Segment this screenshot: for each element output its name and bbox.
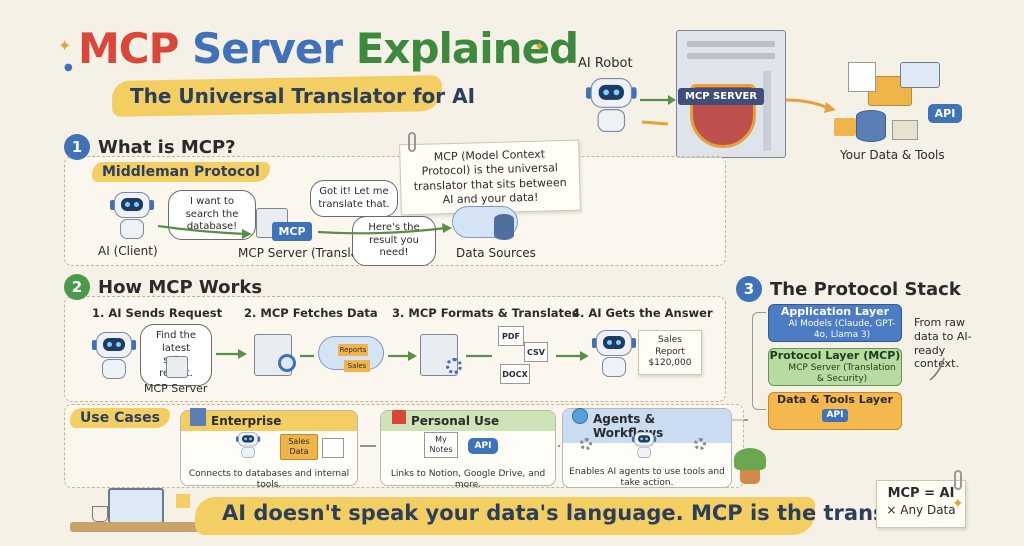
application-layer-title: Application Layer [780, 305, 890, 318]
sparkle-icon: ✦ [952, 496, 964, 512]
section-2-title: How MCP Works [98, 277, 263, 298]
section-1-title: What is MCP? [98, 137, 236, 158]
reports-folder-icon: Reports [338, 344, 368, 356]
hero-tools-label: Your Data & Tools [840, 148, 945, 162]
application-layer: Application Layer AI Models (Claude, GPT… [768, 304, 902, 342]
ai-client-robot-icon [110, 192, 154, 242]
sales-report-card: Sales Report $120,000 [638, 330, 702, 376]
step-4-robot-icon [592, 330, 636, 380]
step-1-server-label: MCP Server [144, 382, 208, 395]
protocol-layer-title: Protocol Layer (MCP) [769, 349, 901, 362]
desk-surface [70, 522, 200, 532]
stack-bracket [752, 312, 766, 410]
step-1-robot-icon [92, 332, 136, 382]
step-1-label: 1. AI Sends Request [92, 306, 223, 320]
notes-icon: My Notes [424, 432, 458, 458]
protocol-layer-desc: MCP Server (Translation & Security) [788, 362, 896, 384]
paperclip-icon [954, 470, 962, 490]
mcp-server-label: MCP Server (Translator) [238, 246, 380, 260]
ai-client-label: AI (Client) [98, 244, 158, 258]
sales-folder-icon: Sales [344, 360, 370, 372]
step-4-label: 4. AI Gets the Answer [572, 306, 713, 320]
laptop-icon [108, 488, 164, 524]
agents-desc: Enables AI agents to use tools and take … [569, 467, 725, 489]
data-tools-layer-title: Data & Tools Layer [777, 393, 893, 406]
data-sources-label: Data Sources [456, 246, 536, 260]
document-icon [848, 62, 876, 92]
arrow-icon [785, 98, 829, 110]
application-layer-desc: AI Models (Claude, GPT-4o, Llama 3) [788, 318, 896, 340]
footer-banner [195, 497, 815, 535]
gear-icon [580, 438, 592, 450]
page-subtitle: The Universal Translator for AI [130, 84, 476, 108]
mcp-translator-badge: MCP [272, 222, 312, 241]
plant-leaves-icon [734, 448, 766, 470]
sparkle-icon: ✦ [58, 36, 72, 55]
title-part-3: Explained [355, 24, 579, 73]
arrow-icon [641, 120, 669, 126]
use-cases-label: Use Cases [70, 408, 170, 428]
client-speech-bubble: I want to search the database! [168, 190, 256, 240]
step-3-label: 3. MCP Formats & Translates [392, 306, 579, 320]
sticky-note-icon [176, 494, 190, 508]
title-part-1: MCP [78, 24, 179, 73]
enterprise-title: Enterprise [181, 411, 357, 431]
data-tools-layer: Data & Tools Layer API [768, 392, 902, 430]
chart-icon [322, 438, 344, 458]
csv-file-icon: CSV [524, 342, 548, 362]
hero-server-badge: MCP SERVER [678, 88, 764, 105]
stack-side-note: From raw data to AI-ready context. [914, 316, 972, 371]
sparkle-icon: ✦ [534, 40, 545, 55]
house-icon [392, 410, 406, 424]
equation-top: MCP = AI [887, 486, 955, 501]
mcp-definition-note: MCP (Model Context Protocol) is the univ… [399, 139, 581, 216]
step-2-label: 2. MCP Fetches Data [244, 306, 378, 320]
data-tools-layer-api: API [821, 408, 849, 422]
personal-title: Personal Use [381, 411, 555, 431]
protocol-layer: Protocol Layer (MCP) MCP Server (Transla… [768, 348, 902, 386]
personal-api-badge: API [468, 438, 498, 454]
robot-icon [586, 78, 637, 136]
monitor-icon [900, 62, 940, 88]
coffee-mug-icon [92, 506, 108, 522]
gear-icon [694, 438, 706, 450]
result-speech-bubble: Here's the result you need! [352, 216, 436, 266]
enterprise-robot-icon [236, 432, 261, 460]
gear-icon [446, 358, 462, 374]
arrow-head-icon [668, 95, 676, 105]
docx-file-icon: DOCX [500, 364, 530, 384]
equation-bottom: × Any Data [886, 502, 956, 517]
plant-icon [740, 468, 760, 484]
arrow-head-icon [824, 102, 836, 113]
personal-desc: Links to Notion, Google Drive, and more. [390, 469, 546, 491]
sparkle-icon: ● [64, 62, 73, 73]
magnifier-icon [278, 354, 296, 372]
translator-speech-bubble: Got it! Let me translate that. [310, 180, 398, 217]
section-1-number: 1 [64, 134, 90, 160]
hero-api-badge: API [928, 104, 962, 123]
building-icon [190, 408, 206, 426]
section-2-number: 2 [64, 274, 90, 300]
hero-robot-label: AI Robot [578, 56, 633, 71]
agents-robot-icon [632, 432, 657, 460]
equation-note: MCP = AI × Any Data [876, 480, 966, 528]
folder-icon [834, 118, 856, 136]
section-3-title: The Protocol Stack [770, 279, 961, 300]
step-3-server-icon [420, 334, 458, 376]
sales-data-folder-icon: Sales Data [280, 434, 318, 460]
globe-icon [572, 408, 588, 424]
step-1-server-icon [166, 356, 188, 378]
section-3-number: 3 [736, 276, 762, 302]
title-part-2: Server [192, 24, 343, 73]
section-1-subtitle: Middleman Protocol [92, 162, 270, 182]
footer-banner-text: AI doesn't speak your data's language. M… [222, 501, 947, 525]
enterprise-desc: Connects to databases and internal tools… [188, 469, 350, 491]
database-icon [856, 110, 886, 142]
paperclip-icon [408, 132, 416, 152]
page-title: MCP Server Explained [78, 24, 579, 73]
pdf-file-icon: PDF [498, 326, 524, 346]
image-icon [892, 120, 918, 140]
database-icon [494, 214, 514, 240]
